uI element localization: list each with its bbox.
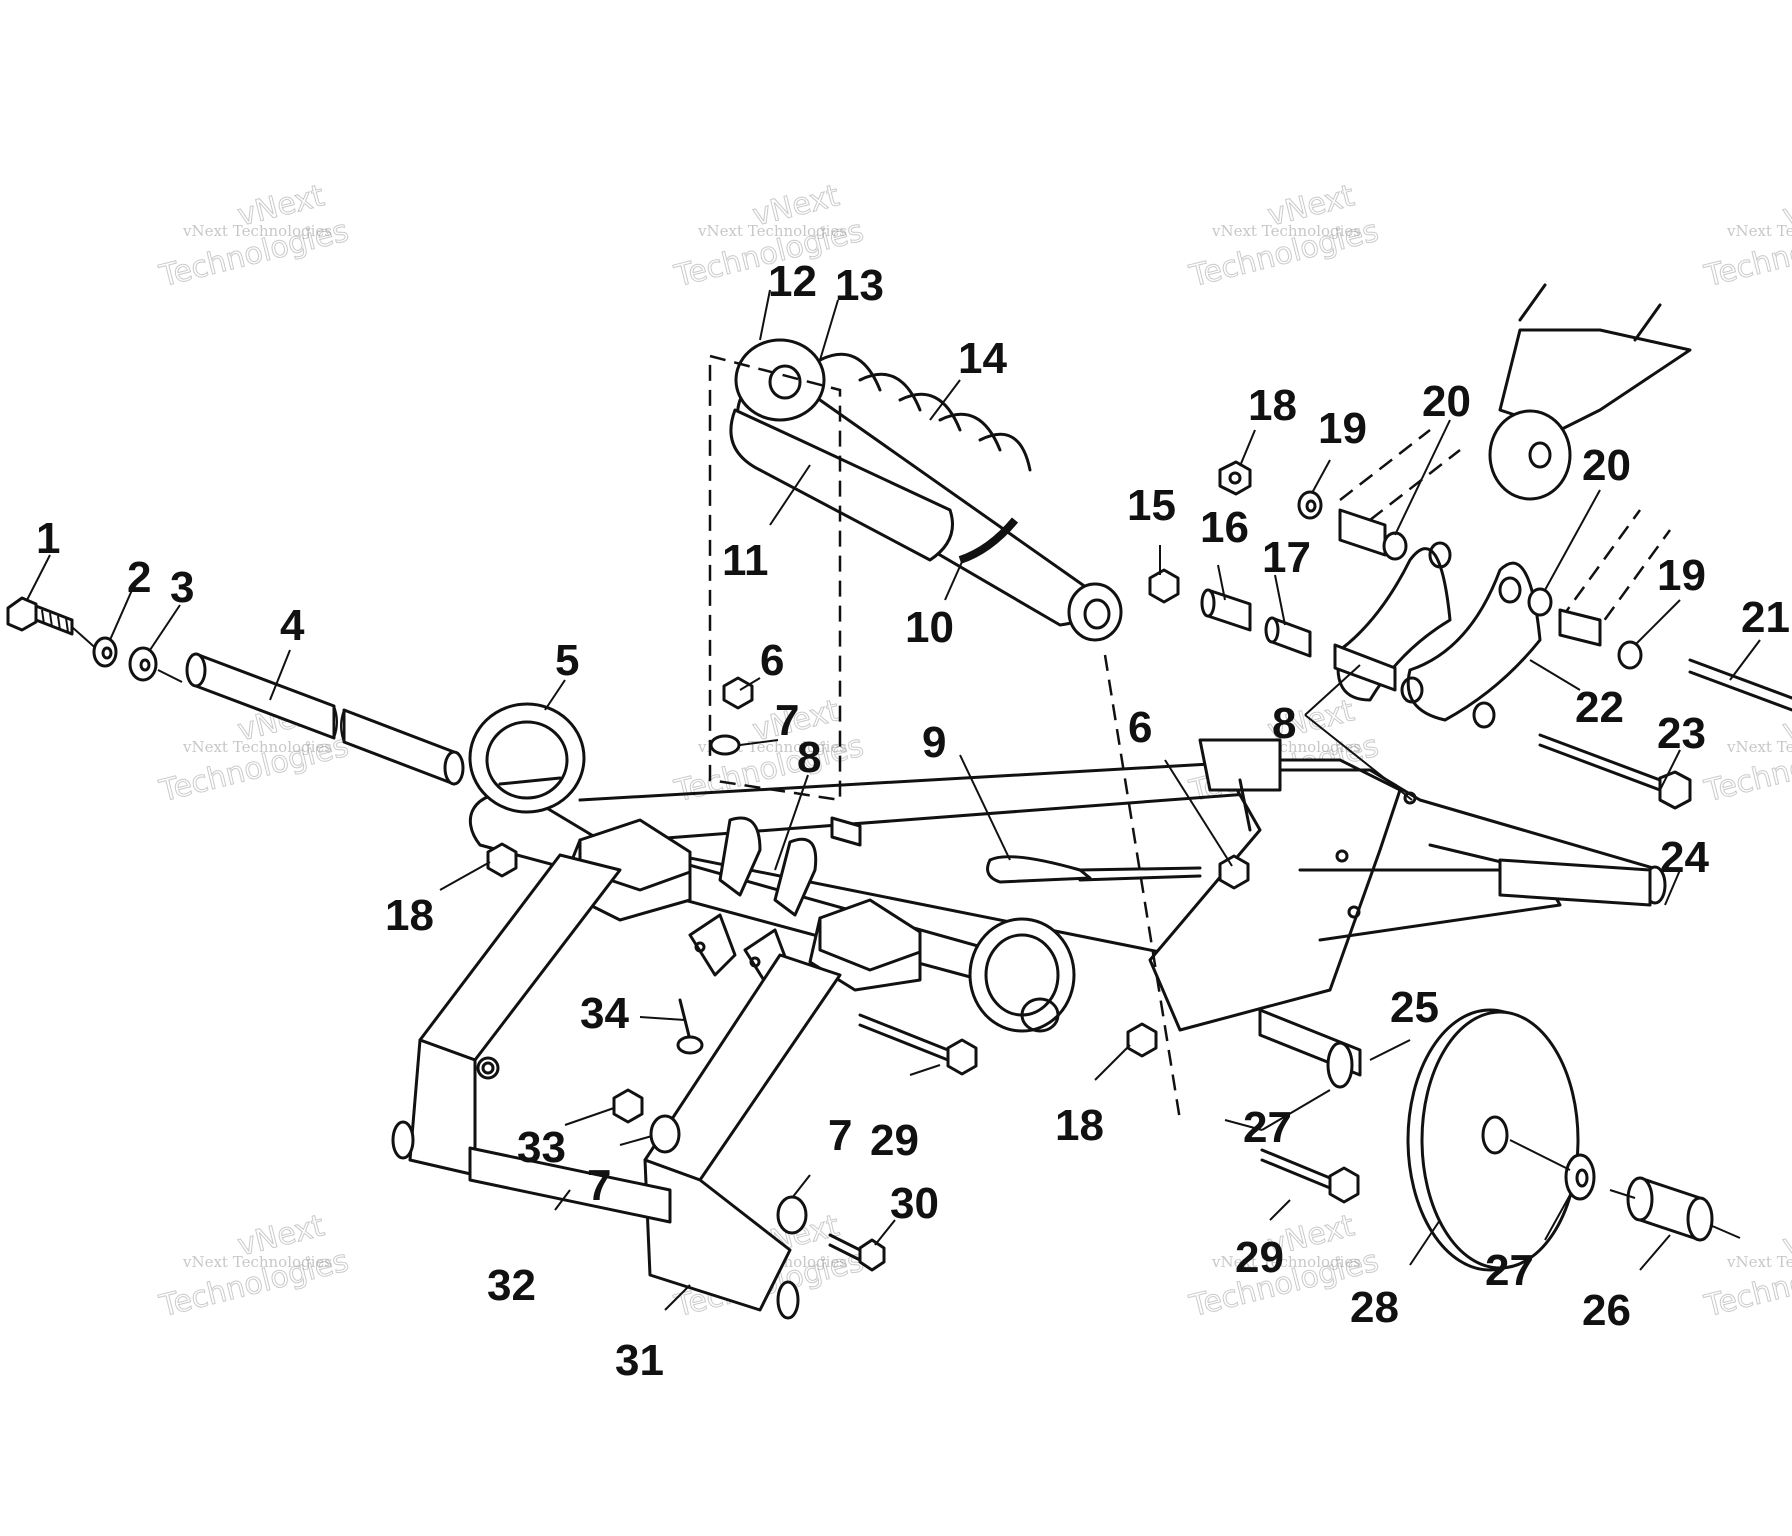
callout-3: 3 [170,563,194,612]
callout-27: 27 [1243,1103,1292,1152]
part-rear-hub [968,917,1076,1033]
callout-22: 22 [1575,683,1624,732]
callout-21: 21 [1741,593,1790,642]
watermark-small: vNext Technologies [1726,1253,1792,1271]
callout-16: 16 [1200,503,1249,552]
callout-labels: 1 2 3 4 5 15 6 7 8 9 10 11 12 13 14 16 1… [36,257,1790,1385]
watermark-small: vNext Technologies [182,738,332,756]
callout-15: 15 [1127,481,1176,530]
callout-17: 17 [1262,533,1311,582]
part-idler-wheel [1258,1008,1714,1272]
callout-6: 6 [760,636,784,685]
callout-25: 25 [1390,983,1439,1032]
callout-27b: 27 [1485,1246,1534,1295]
callout-31: 31 [615,1336,664,1385]
callout-34: 34 [580,989,629,1038]
callout-23: 23 [1657,709,1706,758]
callout-32: 32 [487,1261,536,1310]
callout-18b: 18 [385,891,434,940]
centerline [1509,1139,1571,1171]
callout-10: 10 [905,603,954,652]
callout-11: 11 [722,536,769,585]
callout-leaders [26,289,1761,1311]
callout-30: 30 [890,1179,939,1228]
callout-7: 7 [775,696,799,745]
callout-19: 19 [1318,404,1367,453]
callout-7b: 7 [587,1161,611,1210]
dashed-spacer-lines [1558,509,1672,641]
part-rear-link-22 [1336,541,1542,729]
watermark-small: vNext Technologies [697,222,847,240]
callout-18c: 18 [1055,1101,1104,1150]
callout-12: 12 [768,257,817,306]
callout-9: 9 [922,718,946,767]
callout-24: 24 [1660,833,1709,882]
watermark-small: vNext Technologies [182,1253,332,1271]
part-washer-2 [92,636,118,668]
watermark-small: vNext Technologies [1726,222,1792,240]
part-upper-shock-body [1488,283,1692,501]
watermark-small: vNext Technologies [1726,738,1792,756]
callout-26: 26 [1582,1286,1631,1335]
part-rod-9 [986,855,1202,884]
callout-33: 33 [517,1123,566,1172]
part-shock-absorber [729,338,1123,642]
callout-28: 28 [1350,1283,1399,1332]
callout-2: 2 [127,553,151,602]
centerline [1609,1189,1636,1199]
callout-20b: 20 [1582,441,1631,490]
callout-4: 4 [280,601,305,650]
part-long-bolts [858,658,1792,1204]
callout-19b: 19 [1657,551,1706,600]
dashed-mount-line [1103,654,1182,1121]
part-washer-3 [128,646,158,682]
part-bolt-1 [6,596,74,636]
callout-1: 1 [36,514,60,563]
watermark-small: vNext Technologies [1211,222,1361,240]
dashed-assembly-outline [708,354,842,802]
callout-29: 29 [870,1116,919,1165]
part-hardware-small [486,460,1643,1272]
watermark-small: vNext Technologies [182,222,332,240]
callout-20: 20 [1422,377,1471,426]
centerline [157,669,183,683]
part-right-rail [1148,738,1667,1032]
callout-29b: 29 [1235,1233,1284,1282]
part-front-link-31 [391,853,842,1320]
centerline [1709,1224,1741,1239]
callout-6b: 6 [1128,703,1152,752]
dashed-spacer-lines [1339,429,1461,521]
watermark-small: vNext Technologies [1211,1253,1361,1271]
callout-7c: 7 [828,1111,852,1160]
callout-13: 13 [835,261,884,310]
callout-5: 5 [555,636,579,685]
callout-14: 14 [958,334,1007,383]
callout-8: 8 [797,733,821,782]
part-shaft-4 [185,652,465,786]
callout-18: 18 [1248,381,1297,430]
callout-8b: 8 [1272,699,1296,748]
